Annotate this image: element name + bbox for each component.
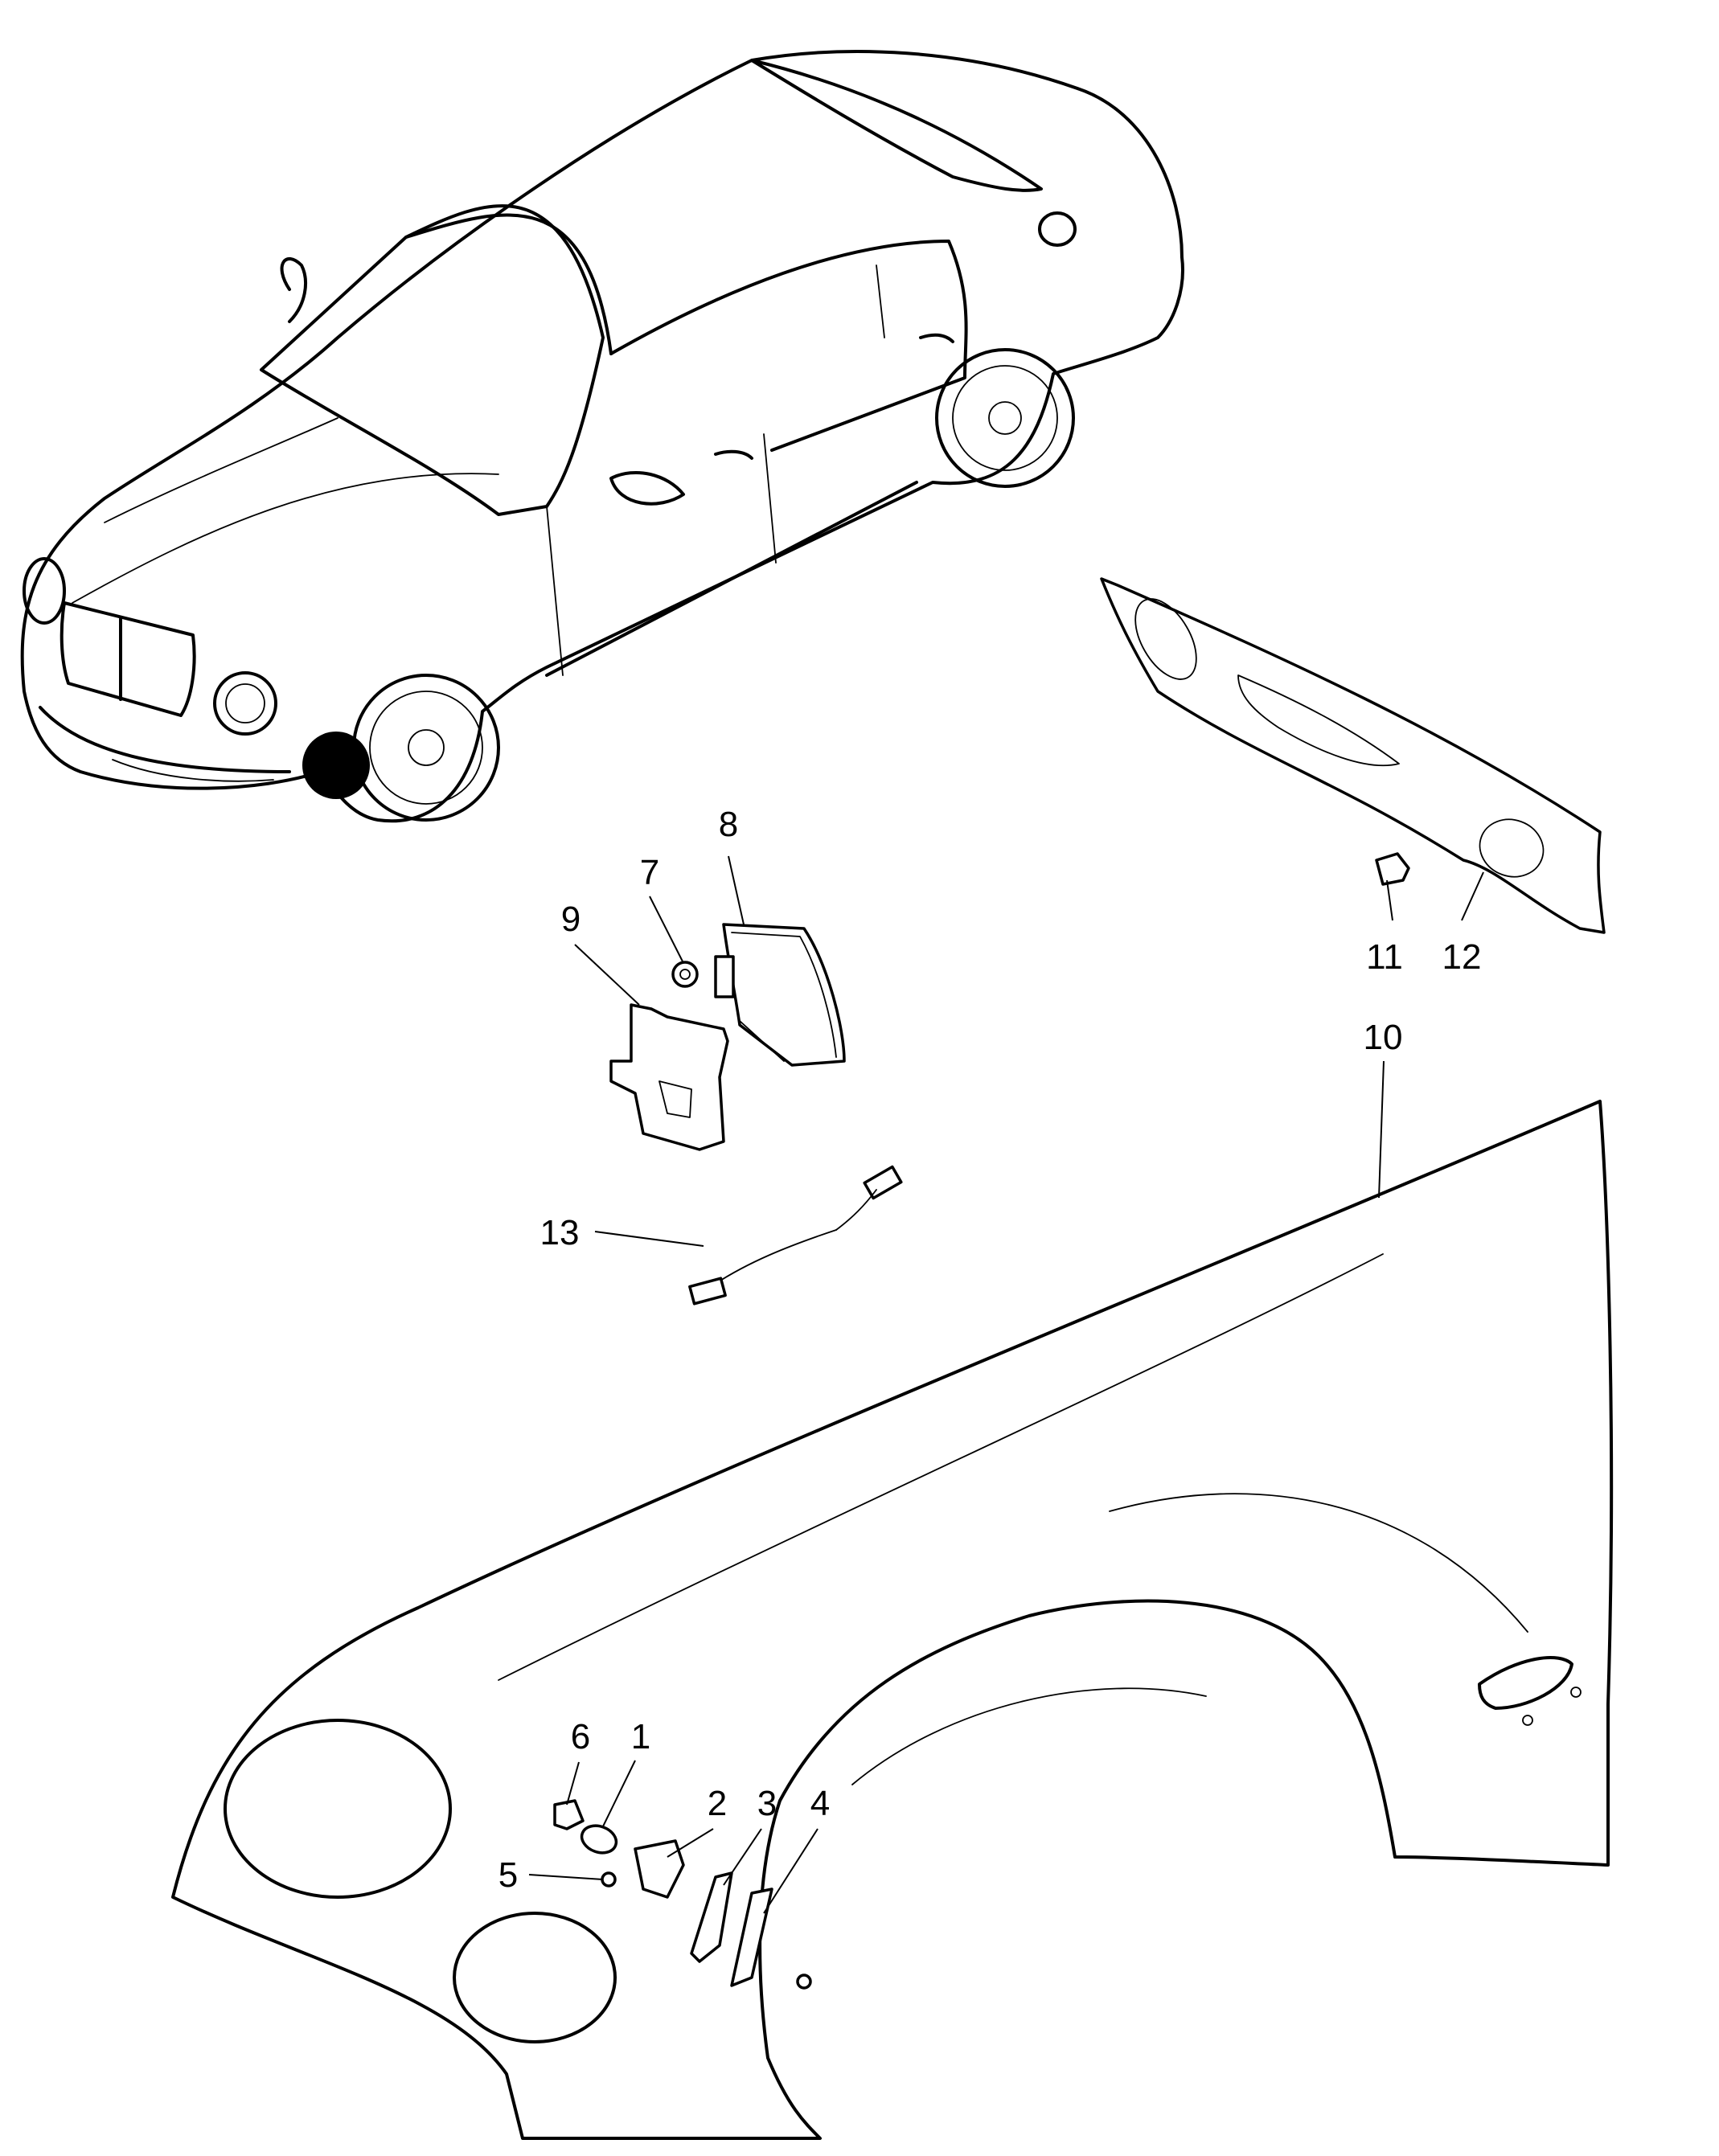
callout-3: 3 [757, 1784, 777, 1823]
mounting-plate-illustration [690, 1871, 733, 1963]
reinforcement-panel-illustration [1100, 577, 1606, 934]
callout-6: 6 [571, 1717, 590, 1756]
sensor-illustration [580, 1824, 618, 1855]
callout-8: 8 [719, 805, 738, 844]
bracket-part-illustration [609, 1003, 729, 1151]
nut-part-illustration [671, 961, 699, 988]
callout-10: 10 [1364, 1018, 1403, 1057]
car-overview-illustration [20, 50, 1184, 823]
callout-9: 9 [561, 900, 581, 939]
seal-illustration [730, 1888, 773, 1987]
leader-lines [528, 855, 1484, 1914]
callout-11: 11 [1366, 937, 1403, 977]
callout-1: 1 [631, 1717, 650, 1756]
washer-illustration [601, 1871, 617, 1888]
control-unit-illustration [714, 923, 846, 1067]
callout-7: 7 [640, 853, 659, 892]
hole-illustration [796, 1974, 812, 1990]
sensor-bracket-illustration [634, 1839, 685, 1899]
callout-13: 13 [540, 1213, 580, 1252]
fender-illustration [171, 1100, 1614, 2140]
callout-labels: 1 2 3 4 5 6 7 8 9 10 11 12 13 [498, 805, 1482, 1895]
cable-part-illustration [688, 1165, 903, 1305]
callout-12: 12 [1442, 937, 1482, 977]
clip-part-illustration [1375, 852, 1410, 886]
callout-2: 2 [708, 1784, 727, 1823]
callout-5: 5 [498, 1855, 518, 1895]
sensor-holder-illustration [553, 1799, 585, 1830]
location-marker [302, 732, 370, 799]
callout-4: 4 [810, 1784, 830, 1823]
